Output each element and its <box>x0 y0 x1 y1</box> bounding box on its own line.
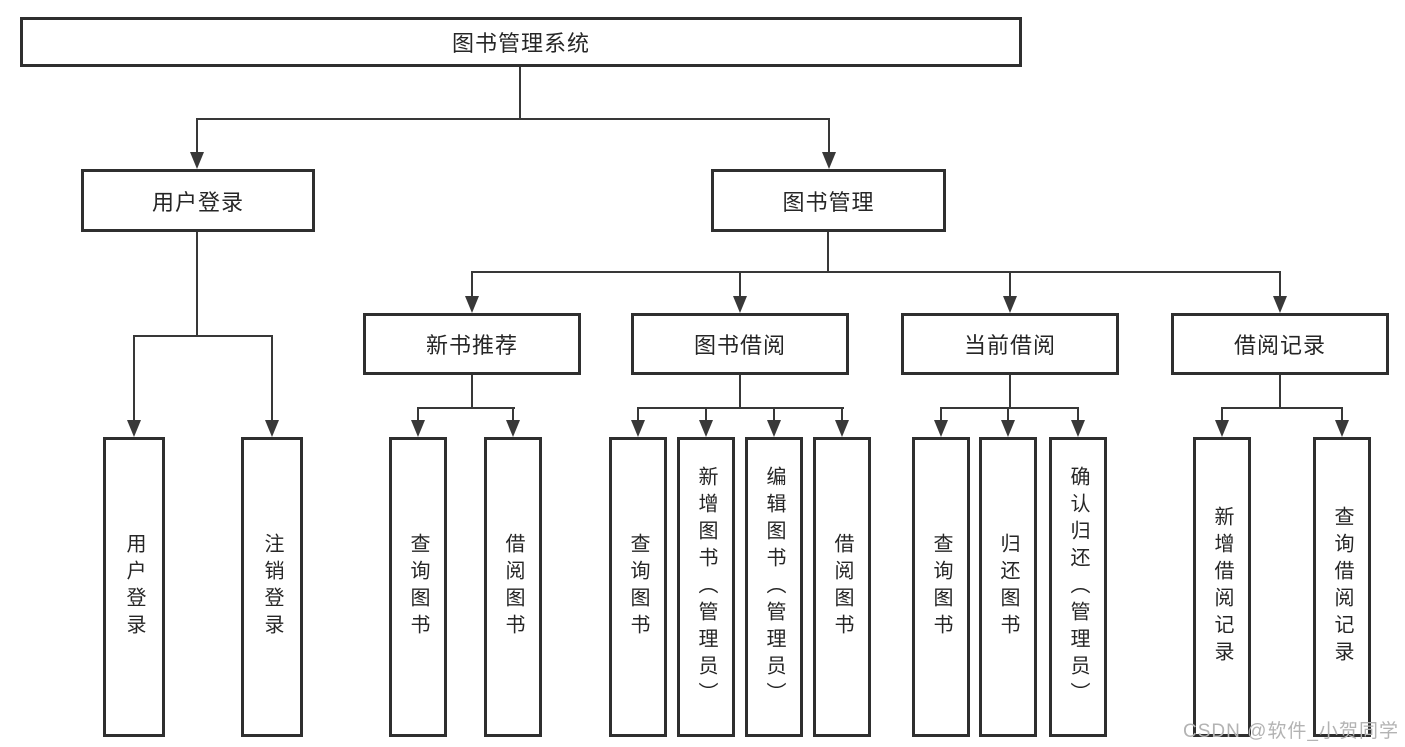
leaf-add-borrow-record: 新增借阅记录 <box>1193 437 1251 737</box>
connector-root-stem <box>519 67 521 118</box>
leaf-label: 查询图书 <box>930 533 952 641</box>
arrow-down-icon <box>1335 420 1349 437</box>
leaf-label: 确认归还（管理员） <box>1067 465 1089 709</box>
node-new-book-recommend-label: 新书推荐 <box>425 333 518 358</box>
connector-drop <box>1077 407 1079 420</box>
arrow-down-icon <box>265 420 279 437</box>
leaf-label: 查询图书 <box>407 533 429 641</box>
leaf-confirm-return-admin: 确认归还（管理员） <box>1049 437 1107 737</box>
connector-drop <box>940 407 942 420</box>
arrow-down-icon <box>190 152 204 169</box>
node-book-management: 图书管理 <box>711 169 946 232</box>
arrow-down-icon <box>1215 420 1229 437</box>
connector-drop <box>1221 407 1223 420</box>
connector-drop-new-book <box>471 271 473 296</box>
node-root-label: 图书管理系统 <box>451 31 590 56</box>
connector-drop <box>1341 407 1343 420</box>
arrow-down-icon <box>767 420 781 437</box>
connector-drop <box>512 407 514 420</box>
connector-current-borrow-rail <box>940 407 1079 409</box>
arrow-down-icon <box>1273 296 1287 313</box>
leaf-label: 查询图书 <box>627 533 649 641</box>
leaf-user-login: 用户登录 <box>103 437 165 737</box>
connector-borrow-records-rail <box>1221 407 1343 409</box>
node-user-login: 用户登录 <box>81 169 315 232</box>
arrow-down-icon <box>934 420 948 437</box>
arrow-down-icon <box>835 420 849 437</box>
connector-drop-borrow-records <box>1279 271 1281 296</box>
node-user-login-label: 用户登录 <box>151 189 244 215</box>
connector-user-login-rail <box>133 335 273 337</box>
connector-drop <box>841 407 843 420</box>
node-current-borrow: 当前借阅 <box>901 313 1119 375</box>
arrow-down-icon <box>822 152 836 169</box>
node-book-borrow: 图书借阅 <box>631 313 849 375</box>
leaf-borrow-books-recommend: 借阅图书 <box>484 437 542 737</box>
csdn-watermark: CSDN @软件_小贺同学 <box>1183 721 1399 742</box>
leaf-label: 新增借阅记录 <box>1211 506 1233 668</box>
connector-drop-leaf-logout <box>271 335 273 420</box>
connector-new-book-stem <box>471 375 473 407</box>
connector-drop <box>417 407 419 420</box>
node-borrow-records-label: 借阅记录 <box>1233 333 1326 358</box>
arrow-down-icon <box>411 420 425 437</box>
leaf-borrow-books: 借阅图书 <box>813 437 871 737</box>
connector-drop-book-borrow <box>739 271 741 296</box>
arrow-down-icon <box>1003 296 1017 313</box>
node-root: 图书管理系统 <box>20 17 1022 67</box>
arrow-down-icon <box>733 296 747 313</box>
connector-book-management-stem <box>827 232 829 271</box>
arrow-down-icon <box>127 420 141 437</box>
connector-current-borrow-stem <box>1009 375 1011 407</box>
leaf-label: 新增图书（管理员） <box>695 465 717 709</box>
arrow-down-icon <box>465 296 479 313</box>
node-book-borrow-label: 图书借阅 <box>693 333 786 358</box>
leaf-query-borrow-record: 查询借阅记录 <box>1313 437 1371 737</box>
connector-drop-user-login <box>196 118 198 153</box>
leaf-label: 查询借阅记录 <box>1331 506 1353 668</box>
leaf-label: 编辑图书（管理员） <box>763 465 785 709</box>
connector-new-book-rail <box>417 407 515 409</box>
arrow-down-icon <box>506 420 520 437</box>
node-current-borrow-label: 当前借阅 <box>963 333 1056 358</box>
arrow-down-icon <box>1071 420 1085 437</box>
arrow-down-icon <box>631 420 645 437</box>
connector-drop-current-borrow <box>1009 271 1011 296</box>
connector-book-borrow-stem <box>739 375 741 407</box>
leaf-return-books: 归还图书 <box>979 437 1037 737</box>
node-book-management-label: 图书管理 <box>782 189 875 215</box>
leaf-edit-books-admin: 编辑图书（管理员） <box>745 437 803 737</box>
leaf-logout: 注销登录 <box>241 437 303 737</box>
connector-drop <box>1007 407 1009 420</box>
node-new-book-recommend: 新书推荐 <box>363 313 581 375</box>
connector-root-rail <box>196 118 830 120</box>
connector-drop <box>773 407 775 420</box>
leaf-query-books-recommend: 查询图书 <box>389 437 447 737</box>
leaf-query-books-borrow: 查询图书 <box>609 437 667 737</box>
connector-user-login-stem <box>196 232 198 335</box>
leaf-label: 归还图书 <box>997 533 1019 641</box>
connector-drop <box>705 407 707 420</box>
leaf-user-login-label: 用户登录 <box>123 533 145 641</box>
connector-borrow-records-stem <box>1279 375 1281 407</box>
arrow-down-icon <box>1001 420 1015 437</box>
connector-book-management-rail <box>471 271 1281 273</box>
connector-book-borrow-rail <box>637 407 844 409</box>
node-borrow-records: 借阅记录 <box>1171 313 1389 375</box>
connector-drop <box>637 407 639 420</box>
leaf-label: 借阅图书 <box>502 533 524 641</box>
connector-drop-book-management <box>828 118 830 153</box>
leaf-label: 借阅图书 <box>831 533 853 641</box>
connector-drop-leaf-user-login <box>133 335 135 420</box>
leaf-query-books-current: 查询图书 <box>912 437 970 737</box>
leaf-add-books-admin: 新增图书（管理员） <box>677 437 735 737</box>
leaf-logout-label: 注销登录 <box>261 533 283 641</box>
arrow-down-icon <box>699 420 713 437</box>
